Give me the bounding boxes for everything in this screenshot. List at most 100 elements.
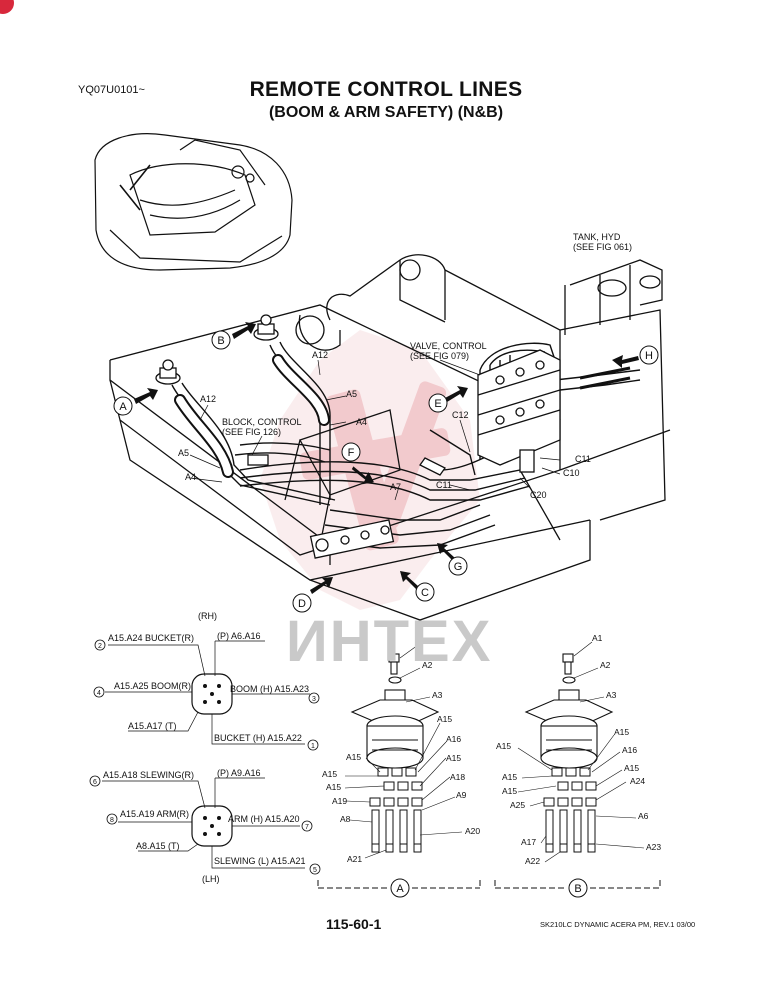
label-valve: VALVE, CONTROL: [410, 341, 487, 351]
lh-arm-r: A15.A19 ARM(R): [120, 809, 189, 819]
callout-h: H: [645, 350, 653, 362]
a-part-a15-5: A15: [326, 782, 341, 792]
b-part-a16: A16: [622, 745, 637, 755]
detail-a-letter: A: [396, 883, 404, 895]
detail-a-drawing: [350, 653, 440, 853]
callout-d: D: [298, 598, 306, 610]
detail-a-caption: A: [317, 878, 481, 898]
callout-b: B: [217, 335, 224, 347]
a-part-a3: A3: [432, 690, 443, 700]
label-a5-left: A5: [178, 448, 189, 458]
detail-b-caption: B: [494, 878, 661, 898]
callout-a: A: [119, 401, 127, 413]
callout-c: C: [421, 587, 429, 599]
callout-e: E: [434, 398, 441, 410]
port-diagram-lh: (LH) A15.A18 SLEWING(R) (P) A9.A16 A15.A…: [89, 768, 321, 884]
rh-num-2: 2: [98, 643, 102, 650]
detail-a-leaders: [344, 644, 463, 859]
lh-slewing-l: SLEWING (L) A15.A21: [214, 856, 306, 866]
rh-side-label: (RH): [198, 611, 217, 621]
b-part-a22: A22: [525, 856, 540, 866]
lh-num-7: 7: [305, 824, 309, 831]
lh-side-label: (LH): [202, 874, 220, 884]
label-tank-ref: (SEE FIG 061): [573, 242, 632, 252]
lh-slewing-r: A15.A18 SLEWING(R): [103, 770, 194, 780]
rh-boom-r: A15.A25 BOOM(R): [114, 681, 191, 691]
b-part-a15-2: A15: [614, 727, 629, 737]
watermark-text: ИНТЕХ: [286, 609, 493, 674]
main-leaders: [189, 359, 561, 501]
b-part-a25: A25: [510, 800, 525, 810]
b-part-a15-1: A15: [496, 741, 511, 751]
callout-arrows: [134, 322, 639, 594]
b-part-a3: A3: [606, 690, 617, 700]
detail-b-labels: A1 A2 A3 A15 A15 A16 A15 A15 A24 A15 A25…: [496, 633, 661, 866]
page-title: REMOTE CONTROL LINES: [249, 78, 523, 101]
rh-boom-h: BOOM (H) A15.A23: [230, 684, 309, 694]
label-valve-ref: (SEE FIG 079): [410, 351, 469, 361]
rh-tank: A15.A17 (T): [128, 721, 177, 731]
a-part-a15-1: A15: [437, 714, 452, 724]
hose-sleeves: [174, 354, 330, 478]
label-a5-right: A5: [346, 389, 357, 399]
document-code: YQ07U0101~: [78, 84, 145, 96]
a-part-a21: A21: [347, 854, 362, 864]
rh-num-3: 3: [312, 696, 316, 703]
lh-num-8: 8: [110, 817, 114, 824]
a-part-a19: A19: [332, 796, 347, 806]
detail-b-leaders: [517, 641, 645, 863]
rh-bucket-h: BUCKET (H) A15.A22: [214, 733, 302, 743]
callout-letters: A B C D E F G H: [119, 335, 653, 610]
b-part-a6: A6: [638, 811, 649, 821]
lh-num-6: 6: [93, 779, 97, 786]
control-valve: [477, 349, 631, 473]
rh-num-4: 4: [97, 690, 101, 697]
label-a7: A7: [390, 482, 401, 492]
a-part-a16: A16: [446, 734, 461, 744]
label-a12-right: A12: [312, 350, 328, 360]
b-part-a15-3: A15: [502, 772, 517, 782]
lh-num-5: 5: [313, 867, 317, 874]
b-part-a24: A24: [630, 776, 645, 786]
label-c11-mid: C11: [436, 480, 452, 490]
a-part-a15-4: A15: [446, 753, 461, 763]
lh-tank: A8.A15 (T): [136, 841, 180, 851]
callout-f: F: [348, 447, 355, 459]
port-diagram-rh: (RH) A15.A24 BUCKET(R) (P) A6.A16 A15.A2…: [93, 611, 320, 751]
lh-arm-h: ARM (H) A15.A20: [228, 814, 300, 824]
lh-pilot: (P) A9.A16: [217, 768, 261, 778]
revision-note: SK210LC DYNAMIC ACERA PM, REV.1 03/00: [540, 920, 696, 929]
a-part-a15-3: A15: [322, 769, 337, 779]
callout-g: G: [454, 561, 463, 573]
pilot-valve-heads: [155, 314, 279, 385]
callout-bubbles: [113, 330, 659, 613]
cab-overview: [94, 133, 293, 271]
corner-badge: [0, 0, 14, 14]
detail-a-labels: A1 A2 A3 A15 A16 A15 A15 A15 A18 A15 A19…: [322, 636, 480, 864]
label-block-ref: (SEE FIG 126): [222, 427, 281, 437]
a-part-a2: A2: [422, 660, 433, 670]
main-labels: TANK, HYD (SEE FIG 061) VALVE, CONTROL (…: [178, 232, 632, 500]
main-frame: [109, 254, 671, 621]
rh-num-1: 1: [311, 743, 315, 750]
rh-pilot: (P) A6.A16: [217, 631, 261, 641]
rh-bucket-r: A15.A24 BUCKET(R): [108, 633, 194, 643]
a-part-a15-2: A15: [346, 752, 361, 762]
b-part-a23: A23: [646, 842, 661, 852]
b-part-a15-4: A15: [624, 763, 639, 773]
b-part-a15-5: A15: [502, 786, 517, 796]
a-part-a18: A18: [450, 772, 465, 782]
a-part-a8: A8: [340, 814, 351, 824]
label-tank: TANK, HYD: [573, 232, 621, 242]
b-part-a1: A1: [592, 633, 603, 643]
label-a4-left: A4: [185, 472, 196, 482]
label-block: BLOCK, CONTROL: [222, 417, 302, 427]
a-part-a9: A9: [456, 790, 467, 800]
junction-block: [247, 454, 446, 559]
label-a12-left: A12: [200, 394, 216, 404]
label-c11-top: C11: [575, 454, 591, 464]
detail-b-drawing: [524, 653, 614, 853]
b-part-a17: A17: [521, 837, 536, 847]
